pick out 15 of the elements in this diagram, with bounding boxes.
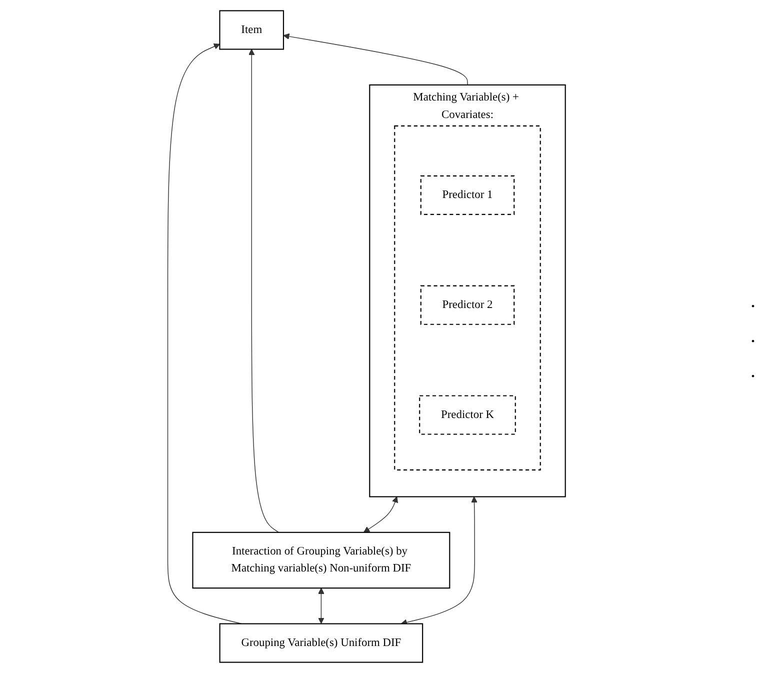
- node-box: Item: [219, 10, 284, 50]
- arrow: [364, 496, 398, 533]
- arrow: [248, 48, 280, 533]
- node-box: Predictor 1: [420, 175, 515, 215]
- ellipsis-dot: .: [750, 360, 756, 383]
- ellipsis-dot: .: [750, 290, 756, 313]
- cluster: [394, 125, 541, 470]
- arrow: [283, 33, 468, 86]
- ellipsis-dot: .: [750, 325, 756, 348]
- node-box: Grouping Variable(s) Uniform DIF: [219, 623, 424, 663]
- arrow: [318, 588, 324, 624]
- arrow: [400, 496, 478, 626]
- node-box: Predictor 2: [420, 285, 515, 325]
- node-box: Predictor K: [419, 395, 516, 435]
- node-box: Interaction of Grouping Variable(s) by Matching variable(s) Non-uniform DIF: [192, 532, 450, 589]
